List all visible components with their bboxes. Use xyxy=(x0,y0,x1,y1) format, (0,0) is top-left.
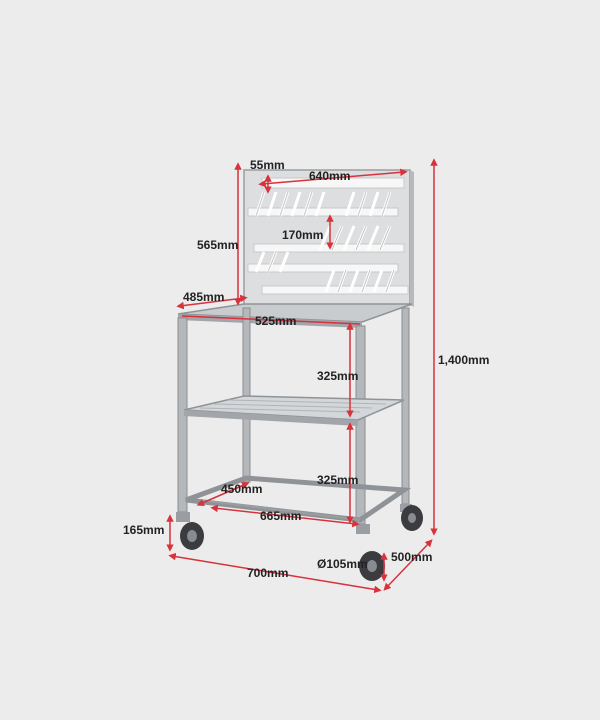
wheel-front-right xyxy=(356,524,385,581)
label-lower-shelf-gap: 325mm xyxy=(317,473,359,487)
dim-line-inner-width xyxy=(210,504,360,528)
dim-line-rack-width xyxy=(258,168,408,188)
label-inner-width: 665mm xyxy=(260,509,302,523)
label-top-shelf-width: 525mm xyxy=(255,314,297,328)
label-width: 700mm xyxy=(247,566,289,580)
label-depth: 500mm xyxy=(391,550,433,564)
dim-line-width xyxy=(168,552,382,594)
label-rack-width: 640mm xyxy=(309,169,351,183)
plate-rack-bottom xyxy=(261,269,409,295)
label-tier-spacing: 170mm xyxy=(282,228,324,242)
label-rack-height: 565mm xyxy=(197,238,239,252)
label-caster-height: 165mm xyxy=(123,523,165,537)
dimension-lines xyxy=(166,158,438,594)
wheel-back-right xyxy=(400,504,423,531)
dim-line-rack-depth xyxy=(176,294,248,310)
label-wheel-diameter: Ø105mm xyxy=(317,557,368,571)
label-tray-gap: 55mm xyxy=(250,158,285,172)
label-middle-shelf-gap: 325mm xyxy=(317,369,359,383)
dim-line-top-width xyxy=(181,315,361,325)
middle-shelf xyxy=(183,395,405,426)
label-rack-depth: 485mm xyxy=(183,290,225,304)
label-inner-depth: 450mm xyxy=(221,482,263,496)
dim-line-inner-depth xyxy=(196,482,250,506)
dim-line-depth xyxy=(383,539,433,591)
label-total-height: 1,400mm xyxy=(438,353,490,367)
wheel-front-left xyxy=(176,512,204,550)
